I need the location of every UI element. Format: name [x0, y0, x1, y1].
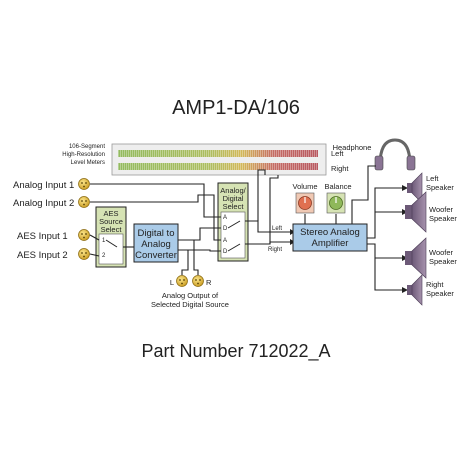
- woofer-speaker-2-icon: [405, 237, 427, 279]
- aes-select-line3: Select: [101, 225, 123, 234]
- analog-output-caption-2: Selected Digital Source: [151, 300, 229, 309]
- analog-input-2-xlr-icon: [78, 196, 90, 208]
- ad-select-line2: Digital: [223, 194, 244, 203]
- speaker-2-line1: Woofer: [429, 205, 454, 214]
- ad-select-line1: Analog/: [220, 186, 246, 195]
- analog-input-2-label: Analog Input 2: [13, 198, 74, 209]
- analog-input-1-label: Analog Input 1: [13, 180, 74, 191]
- balance-label: Balance: [324, 182, 351, 191]
- meter-caption-2: High-Resolution: [62, 152, 105, 158]
- analog-output-l-label: L: [170, 278, 174, 287]
- headphone-label: Headphone: [333, 143, 372, 152]
- ad-port-d2: D: [223, 249, 228, 255]
- balance-knob-icon: [326, 192, 346, 214]
- dac-block: Digital to Analog Converter: [133, 223, 179, 263]
- stereo-amplifier-block: Stereo Analog Amplifier: [292, 223, 368, 252]
- meter-left-label: Left: [331, 149, 344, 158]
- aes-select-line2: Source: [99, 217, 123, 226]
- speaker-3-line1: Woofer: [429, 248, 454, 257]
- speaker-3-line2: Speaker: [429, 257, 457, 266]
- speaker-4-line1: Right: [426, 280, 444, 289]
- speaker-4-line2: Speaker: [426, 289, 454, 298]
- dac-line1: Digital to: [138, 228, 175, 239]
- meter-caption-3: Level Meters: [71, 160, 105, 166]
- level-meters: Left Right 106-Segment High-Resolution L…: [62, 143, 349, 176]
- volume-knob-icon: [295, 192, 315, 214]
- speaker-2-line2: Speaker: [429, 214, 457, 223]
- ad-port-a2: A: [223, 238, 227, 244]
- signal-wires: [89, 165, 402, 291]
- aes-select-pos2: 2: [102, 253, 106, 259]
- analog-digital-select-block: Analog/ Digital Select A D A D: [217, 182, 249, 262]
- dac-line2: Analog: [141, 239, 171, 250]
- meter-panel: [111, 143, 327, 176]
- meter-right-label: Right: [331, 164, 349, 173]
- part-number: Part Number 712022_A: [141, 341, 330, 362]
- analog-input-1-xlr-icon: [78, 178, 90, 190]
- woofer-speaker-1-icon: [405, 191, 427, 233]
- aes-input-1-xlr-icon: [78, 229, 90, 241]
- aes-input-2-label: AES Input 2: [17, 250, 68, 261]
- ad-port-a1: A: [223, 215, 227, 221]
- analog-output-caption-1: Analog Output of: [162, 291, 219, 300]
- ad-select-line3: Select: [223, 202, 245, 211]
- aes-source-select-block: AES Source Select 1 2: [95, 206, 127, 268]
- aes-input-1-label: AES Input 1: [17, 231, 68, 242]
- analog-output-r-label: R: [206, 278, 212, 287]
- amp-bus-left-label: Left: [272, 226, 282, 232]
- aes-select-line1: AES: [103, 209, 118, 218]
- amplifier-line2: Amplifier: [312, 238, 349, 249]
- speaker-1-line1: Left: [426, 174, 439, 183]
- ad-port-d1: D: [223, 226, 228, 232]
- dac-line3: Converter: [135, 250, 177, 261]
- amplifier-line1: Stereo Analog: [300, 227, 360, 238]
- diagram-title: AMP1-DA/106: [172, 97, 300, 119]
- analog-output-l-xlr-icon: [176, 275, 188, 287]
- aes-select-pos1: 1: [102, 238, 106, 244]
- aes-input-2-xlr-icon: [78, 248, 90, 260]
- right-speaker-icon: [407, 274, 423, 306]
- analog-output-r-xlr-icon: [192, 275, 204, 287]
- amp-bus-right-label: Right: [268, 247, 282, 253]
- meter-caption-1: 106-Segment: [69, 144, 105, 150]
- speaker-1-line2: Speaker: [426, 183, 454, 192]
- headphone-icon: [374, 138, 416, 171]
- volume-label: Volume: [292, 182, 317, 191]
